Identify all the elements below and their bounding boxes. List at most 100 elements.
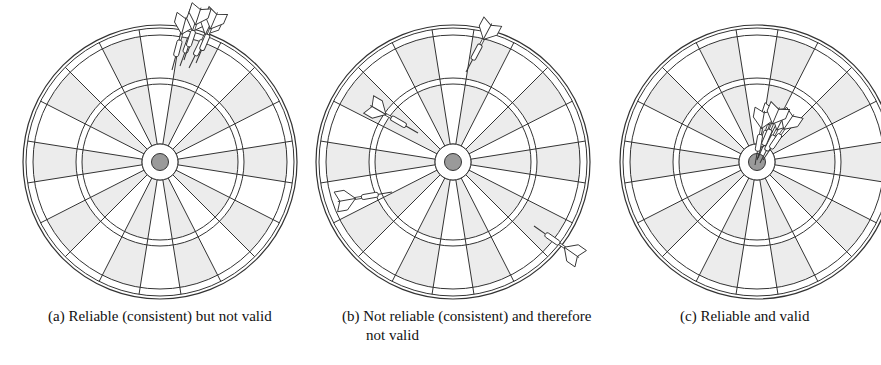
dart — [528, 218, 586, 267]
board-rim — [316, 25, 590, 299]
board-ring — [326, 35, 580, 289]
dart-point — [172, 56, 176, 70]
segment-wire — [456, 180, 474, 295]
board-ring — [142, 144, 178, 180]
segment-wire — [358, 175, 440, 257]
dart — [174, 3, 211, 63]
dart-point — [758, 144, 764, 158]
dart — [749, 102, 790, 162]
dart-point — [763, 148, 771, 160]
board-ring — [630, 35, 881, 289]
dart-point — [377, 192, 392, 195]
dart-barrel — [199, 33, 210, 51]
dart-barrel — [390, 115, 407, 128]
subfigure-caption: (a) Reliable (consistent) but not valid — [48, 307, 298, 326]
dart-point — [755, 150, 758, 165]
segment-wire — [461, 43, 514, 146]
board-ring — [369, 78, 537, 246]
bullseye — [152, 154, 169, 171]
dart — [364, 96, 423, 142]
segment-wire — [471, 141, 586, 159]
dart-point — [534, 226, 546, 235]
dartboard — [316, 25, 590, 299]
segment-wire — [775, 165, 881, 183]
dart-point — [184, 46, 189, 60]
dart-flight-edge — [370, 106, 386, 115]
segment-wire — [358, 67, 440, 149]
dart-flight — [763, 102, 789, 128]
dart-point — [196, 49, 202, 63]
segment-wire — [65, 67, 147, 149]
dart-barrel — [761, 128, 772, 146]
segment-wire — [173, 67, 255, 149]
segment-wire — [773, 170, 876, 223]
dart-barrel — [186, 30, 196, 48]
dart-point — [466, 59, 473, 72]
bullseye — [445, 154, 462, 171]
segment-wire — [466, 175, 548, 257]
dart-flight-edge — [483, 23, 491, 39]
dartboard — [23, 25, 297, 299]
segment-wire — [392, 178, 445, 281]
board-rim — [620, 25, 881, 299]
segment-wire — [466, 67, 548, 149]
board-ring — [435, 144, 471, 180]
segment-wire — [696, 178, 749, 281]
segment-wire — [625, 165, 740, 183]
dart-barrel — [173, 39, 182, 57]
dart-barrel — [470, 43, 482, 60]
board-rim — [23, 25, 297, 299]
segment-wire — [392, 43, 445, 146]
dart-flight-edge — [195, 8, 201, 25]
segment-wire — [638, 101, 741, 154]
dart-flight-edge — [338, 198, 356, 201]
segment-wire — [770, 67, 852, 149]
outer-bull — [142, 144, 178, 180]
dart-flight-edge — [772, 107, 779, 124]
segment-wire — [168, 43, 221, 146]
segment-wire — [469, 170, 572, 223]
segment-wire — [662, 175, 744, 257]
dart-flight-edge — [210, 12, 217, 29]
segment-wire — [28, 165, 143, 183]
board-ring — [623, 28, 881, 296]
subfigure-caption: (c) Reliable and valid — [680, 307, 881, 326]
board-ring — [82, 84, 238, 240]
segment-wire — [765, 43, 818, 146]
dart-barrel — [361, 192, 379, 200]
segment-wire — [662, 67, 744, 149]
board-ring — [673, 78, 841, 246]
segment-wire — [321, 165, 436, 183]
segment-wire — [163, 180, 181, 295]
dart-flight-edge — [761, 111, 764, 129]
dart-flight — [559, 239, 587, 267]
dart — [334, 182, 394, 212]
segment-wire — [65, 175, 147, 257]
board-ring — [33, 35, 287, 289]
dart — [457, 17, 501, 77]
segment-wire — [99, 178, 152, 281]
dart-flight — [334, 189, 357, 212]
dart-point — [405, 126, 418, 134]
outer-bull — [435, 144, 471, 180]
board-ring — [76, 78, 244, 246]
dartboard — [620, 25, 881, 299]
segment-wire — [173, 175, 255, 257]
segment-wire — [334, 101, 437, 154]
board-ring — [26, 28, 294, 296]
segment-wire — [696, 43, 749, 146]
dart-flight — [186, 3, 211, 28]
segment-wire — [41, 101, 144, 154]
segment-wire — [760, 180, 778, 295]
segment-wire — [775, 141, 881, 159]
board-ring — [679, 84, 835, 240]
segment-wire — [770, 175, 852, 257]
segment-wire — [178, 141, 293, 159]
board-ring — [375, 84, 531, 240]
dart-barrel — [769, 133, 783, 150]
segment-wire — [99, 43, 152, 146]
dart-flight-edge — [564, 247, 579, 257]
subfigure-caption: (b) Not reliable (consistent) and theref… — [342, 307, 598, 345]
dart-point — [189, 55, 196, 68]
dart-flight — [364, 96, 391, 123]
